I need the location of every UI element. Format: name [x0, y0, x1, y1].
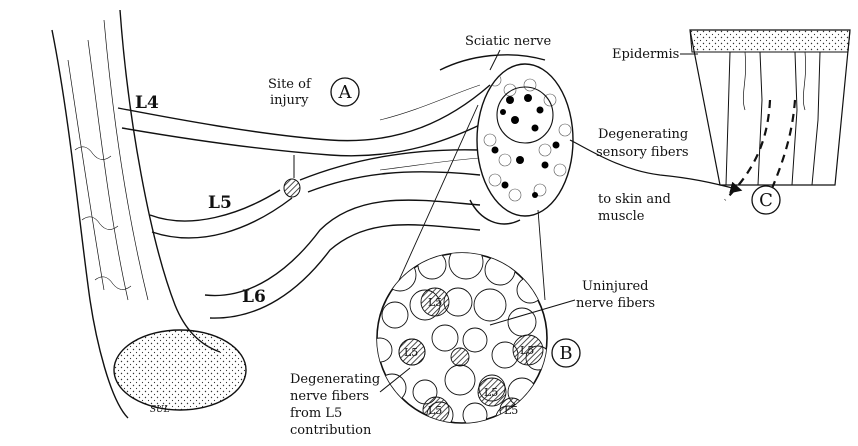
- label-root-l6: L6: [242, 287, 266, 307]
- injury-site: [284, 155, 300, 197]
- label-site-of-injury: Site of: [268, 77, 312, 92]
- inset-b-magnified-nerve: L5 L5 L5 L5 L5 L5: [368, 245, 550, 430]
- inset-l5-label: L5: [520, 344, 534, 357]
- label-root-l4: L4: [135, 93, 159, 113]
- label-root-l5: L5: [208, 193, 232, 213]
- label-degenerating-sensory: sensory fibers: [596, 145, 689, 160]
- inset-l5-label: L5: [404, 346, 418, 359]
- panel-label-a: A: [338, 82, 353, 103]
- root-l5-distal-stump: [300, 150, 480, 192]
- panel-marker-a: A: [331, 78, 359, 106]
- panel-marker-c: C: [752, 186, 780, 214]
- spinal-cord-cut-end: [114, 330, 246, 410]
- label-degenerating-l5: contribution: [290, 423, 372, 438]
- inset-l5-label: L5: [428, 404, 442, 417]
- label-degenerating-l5: from L5: [290, 406, 342, 421]
- panel-marker-b: B: [552, 339, 580, 367]
- label-site-of-injury: injury: [270, 93, 309, 108]
- label-degenerating-l5: nerve fibers: [290, 389, 369, 404]
- panel-label-c: C: [759, 190, 773, 211]
- inset-l5-label: L5: [504, 404, 518, 417]
- label-sciatic-nerve: Sciatic nerve: [465, 34, 552, 49]
- inset-l5-label: L5: [484, 386, 498, 399]
- inset-l5-label: L5: [428, 296, 442, 309]
- label-uninjured-fibers: Uninjured: [582, 279, 649, 294]
- label-skin-and-muscle: to skin and: [598, 192, 671, 207]
- leader-sciatic-nerve: [490, 50, 500, 70]
- nerve-cross-section: [477, 64, 573, 216]
- artist-signature: SUL: [150, 405, 170, 415]
- label-epidermis: Epidermis: [612, 47, 679, 62]
- label-degenerating-sensory: Degenerating: [598, 127, 688, 142]
- skin-epidermis-block: [690, 30, 850, 205]
- panel-label-b: B: [559, 343, 572, 364]
- label-skin-and-muscle: muscle: [598, 209, 645, 224]
- label-uninjured-fibers: nerve fibers: [576, 296, 655, 311]
- label-degenerating-l5: Degenerating: [290, 372, 380, 387]
